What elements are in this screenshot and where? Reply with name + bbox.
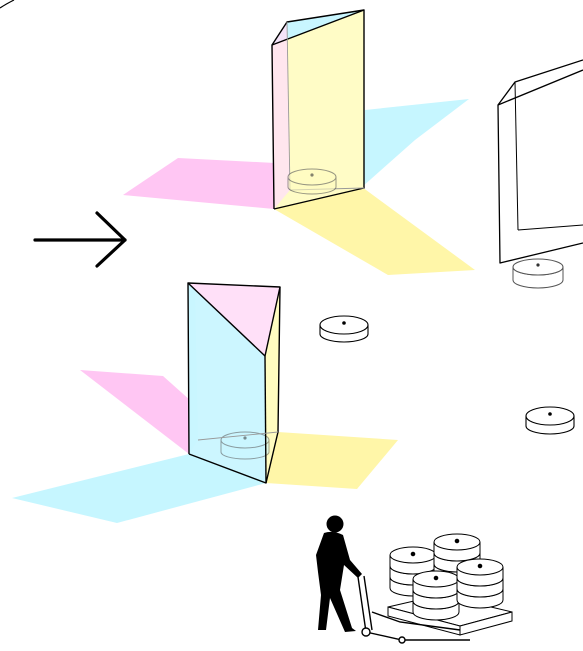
magenta-plane	[123, 158, 275, 209]
triangular-prism-bottom	[12, 282, 398, 523]
roll-core	[477, 563, 483, 569]
yellow-plane	[266, 432, 398, 489]
arrow-icon	[33, 211, 127, 268]
cyan-plane	[362, 99, 469, 187]
corner-curve	[0, 0, 15, 9]
tape-roll	[319, 315, 369, 343]
tape-roll	[287, 168, 337, 195]
tape-roll	[220, 431, 270, 460]
roll-core	[454, 538, 460, 544]
triangular-prism-top	[123, 9, 475, 275]
triangular-prism-outline	[497, 59, 583, 289]
magenta-plane	[80, 370, 191, 454]
worker-with-pallet-jack	[316, 515, 513, 644]
roll-core	[410, 551, 416, 557]
cyan-plane	[12, 454, 266, 523]
tape-roll	[525, 406, 575, 435]
yellow-plane	[274, 187, 475, 275]
roll-core	[433, 575, 439, 581]
